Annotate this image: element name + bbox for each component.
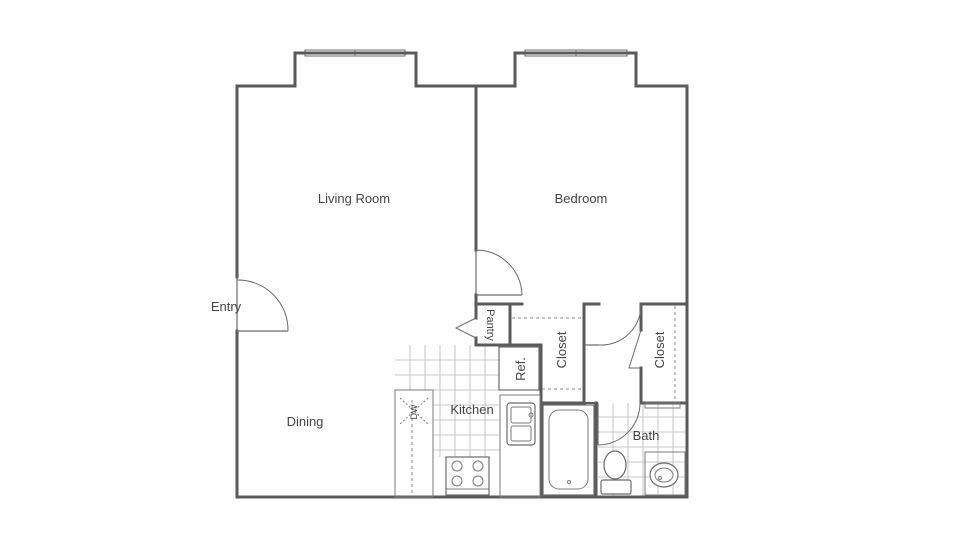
closet-1-door[interactable] bbox=[584, 303, 642, 346]
pantry-door[interactable] bbox=[454, 317, 477, 339]
label-bedroom: Bedroom bbox=[555, 191, 608, 206]
label-living-room: Living Room bbox=[318, 191, 390, 206]
toilet bbox=[600, 450, 632, 495]
interior-walls bbox=[474, 84, 689, 499]
label-entry: Entry bbox=[211, 299, 242, 314]
bath-sink bbox=[644, 451, 686, 496]
entry-door[interactable] bbox=[236, 277, 289, 332]
label-dining: Dining bbox=[287, 414, 324, 429]
label-closet-1: Closet bbox=[554, 331, 569, 368]
kitchen-counters bbox=[394, 389, 541, 498]
bathtub bbox=[542, 404, 595, 496]
label-dishwasher: DW bbox=[409, 404, 419, 419]
refrigerator bbox=[498, 346, 540, 391]
stove bbox=[445, 456, 490, 496]
label-closet-2: Closet bbox=[652, 331, 667, 368]
label-bath: Bath bbox=[633, 428, 660, 443]
bath-door[interactable] bbox=[597, 402, 641, 446]
kitchen-sink bbox=[506, 402, 536, 446]
label-pantry: Pantry bbox=[484, 309, 496, 341]
towel-bar bbox=[644, 402, 681, 409]
closet-2-door[interactable] bbox=[628, 329, 642, 369]
label-refrigerator: Ref. bbox=[513, 357, 528, 381]
label-kitchen: Kitchen bbox=[450, 402, 493, 417]
exterior-wall bbox=[235, 51, 689, 499]
bedroom-door[interactable] bbox=[475, 249, 523, 296]
